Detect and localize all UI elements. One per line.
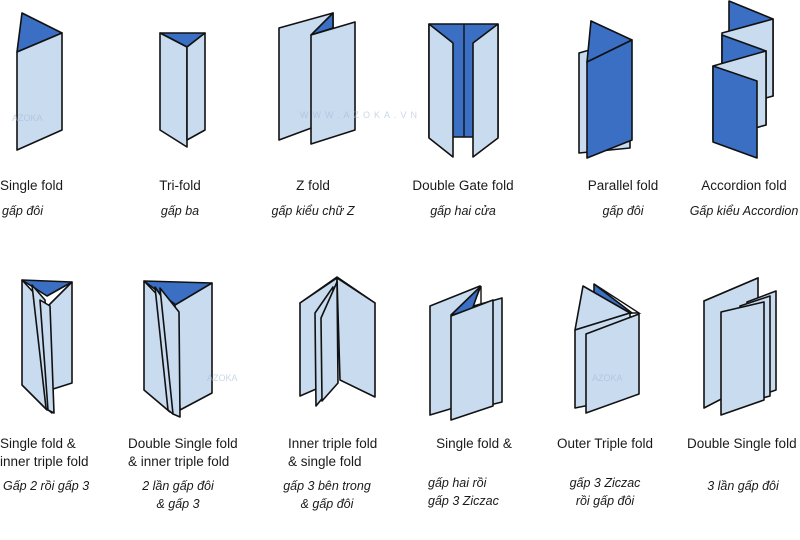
watermark-brand: AZOKA	[592, 373, 623, 383]
double-single-inner-triple-illustration	[143, 280, 213, 418]
outer-triple-fold-illustration	[574, 283, 642, 414]
fold-title: Double Single fold& inner triple fold	[128, 436, 238, 469]
fold-subtitle: Gấp kiểu Accordion	[689, 204, 799, 218]
fold-subtitle: 3 lần gấp đôi	[707, 479, 779, 493]
fold-subtitle: gấp 3 bên trong& gấp đôi	[283, 479, 371, 511]
fold-subtitle: 2 lần gấp đôi& gấp 3	[142, 479, 214, 511]
fold-title: Parallel fold	[587, 178, 659, 193]
fold-subtitle: gấp đôi	[2, 204, 44, 218]
z-fold-illustration	[278, 12, 356, 145]
fold-title: Inner triple fold& single fold	[288, 436, 378, 469]
single-fold-illustration	[16, 12, 63, 151]
fold-subtitle: gấp đôi	[602, 204, 644, 218]
fold-title: Single fold	[0, 178, 64, 193]
fold-subtitle: gấp kiểu chữ Z	[271, 204, 355, 218]
inner-triple-single-illustration	[299, 276, 376, 407]
fold-title: Single fold &	[436, 436, 512, 451]
double-single-fold-illustration	[703, 277, 777, 416]
tri-fold-illustration	[159, 32, 206, 148]
watermark-site: WWW.AZOKA.VN	[300, 110, 421, 120]
fold-title: Accordion fold	[701, 178, 787, 193]
fold-title: Double Gate fold	[412, 178, 514, 193]
watermark-brand: AZOKA	[12, 113, 43, 123]
fold-subtitle: gấp hai cửa	[430, 204, 496, 218]
parallel-fold-illustration	[578, 20, 633, 159]
watermark-brand: AZOKA	[207, 373, 238, 383]
fold-title: Outer Triple fold	[556, 436, 654, 451]
fold-title: Z fold	[296, 178, 330, 193]
fold-title: Tri-fold	[159, 178, 201, 193]
double-gate-fold-illustration	[428, 23, 499, 158]
fold-title: Double Single fold	[687, 436, 797, 451]
fold-subtitle: gấp ba	[160, 204, 200, 218]
single-fold-inner-triple-illustration	[21, 279, 73, 414]
single-fold-zigzag-illustration	[429, 285, 503, 421]
fold-title: Single fold &inner triple fold	[0, 436, 89, 469]
fold-subtitle: Gấp 2 rồi gấp 3	[3, 479, 90, 493]
accordion-fold-illustration	[712, 0, 774, 159]
